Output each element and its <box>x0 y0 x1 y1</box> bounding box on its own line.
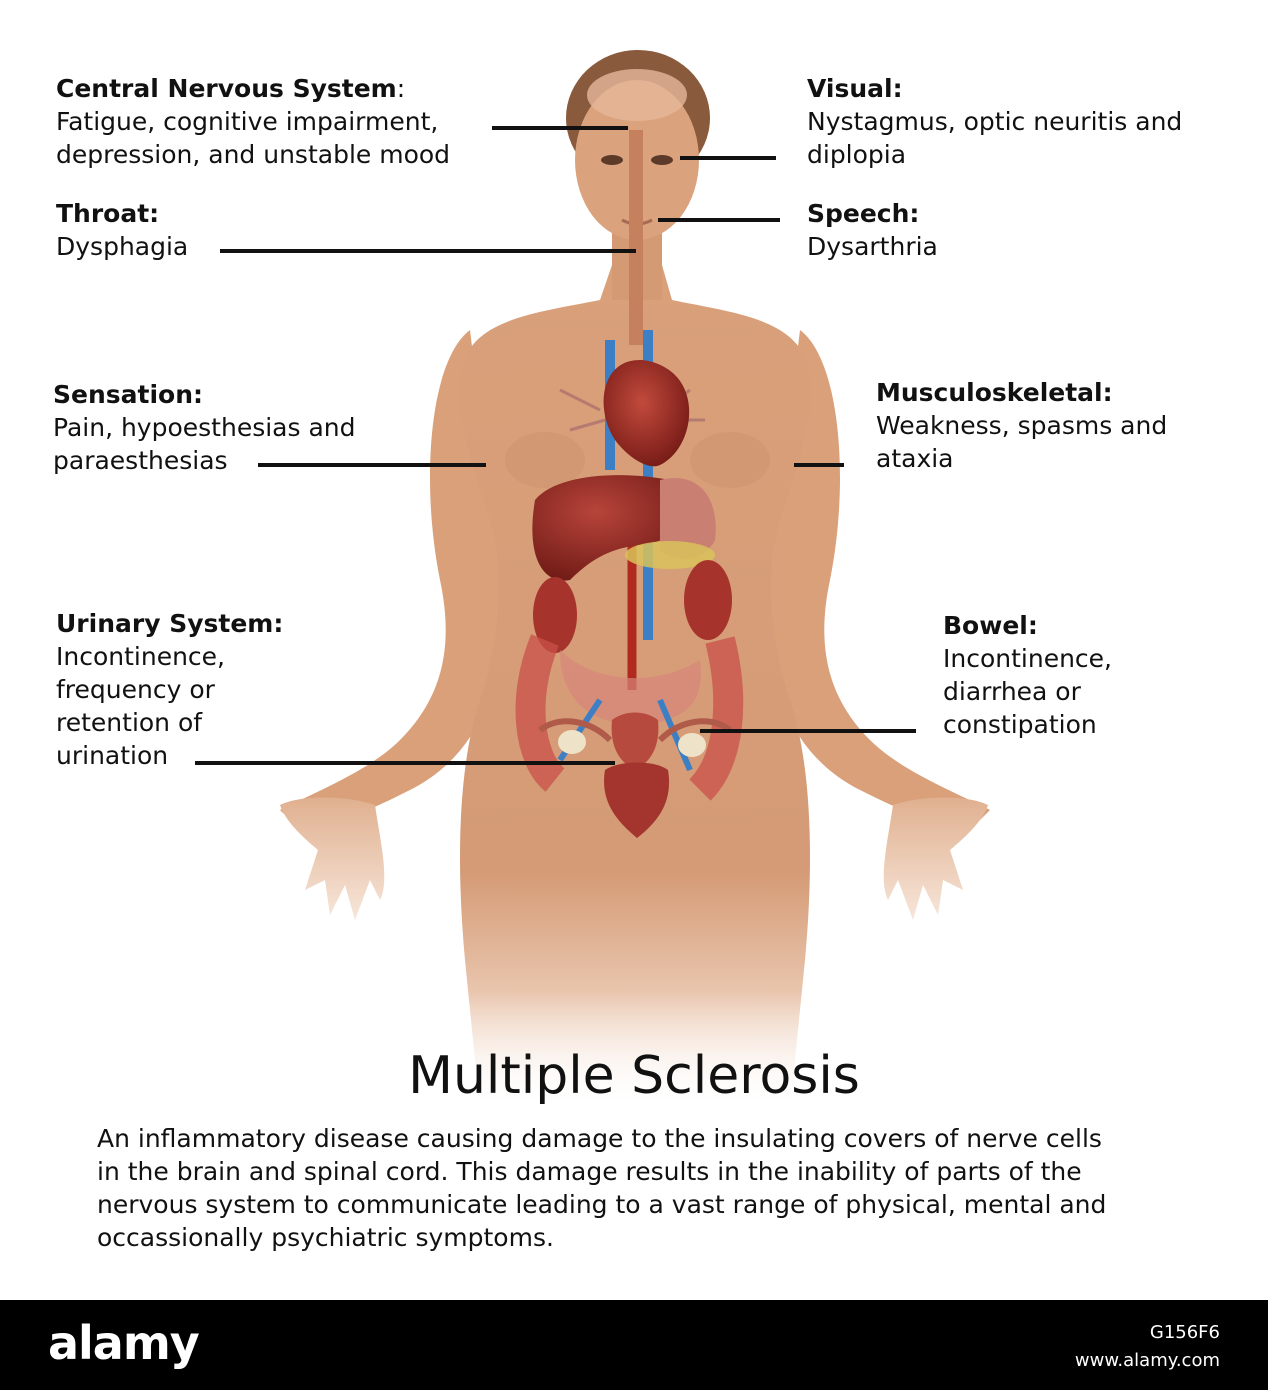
label-text: Incontinence, <box>943 644 1112 673</box>
organs <box>515 330 744 838</box>
label-bowel: Bowel: Incontinence, diarrhea or constip… <box>943 609 1112 741</box>
label-text: frequency or <box>56 675 215 704</box>
label-text: Weakness, spasms and <box>876 411 1168 440</box>
label-heading: Speech: <box>807 199 920 228</box>
label-heading: Urinary System: <box>56 609 284 638</box>
site-url: www.alamy.com <box>1074 1350 1220 1371</box>
description-line: nervous system to communicate leading to… <box>97 1190 1107 1219</box>
line-sensation <box>258 463 486 467</box>
label-text: constipation <box>943 710 1097 739</box>
description-line: in the brain and spinal cord. This damag… <box>97 1157 1082 1186</box>
label-visual: Visual: Nystagmus, optic neuritis and di… <box>807 72 1182 171</box>
alamy-logo: alamy <box>48 1316 200 1370</box>
chest <box>505 432 770 488</box>
label-text: urination <box>56 741 169 770</box>
label-text: Dysphagia <box>56 232 189 261</box>
label-text: retention of <box>56 708 203 737</box>
spinal-cord <box>629 130 643 345</box>
label-sensation: Sensation: Pain, hypoesthesias and parae… <box>53 378 356 477</box>
label-heading: Musculoskeletal: <box>876 378 1113 407</box>
label-text: Incontinence, <box>56 642 225 671</box>
description-line: An inflammatory disease causing damage t… <box>97 1124 1102 1153</box>
line-cns <box>492 126 628 130</box>
hands <box>280 797 988 920</box>
label-text: Nystagmus, optic neuritis and <box>807 107 1183 136</box>
label-heading: Bowel: <box>943 611 1038 640</box>
line-throat <box>220 249 636 253</box>
label-heading: Visual: <box>807 74 903 103</box>
label-speech: Speech: Dysarthria <box>807 197 938 263</box>
diagram-title: Multiple Sclerosis <box>408 1046 860 1106</box>
label-text: Pain, hypoesthesias and <box>53 413 356 442</box>
description-line: occassionally psychiatric symptoms. <box>97 1223 554 1252</box>
label-text: ataxia <box>876 444 954 473</box>
label-text: Fatigue, cognitive impairment, <box>56 107 439 136</box>
label-throat: Throat: Dysphagia <box>56 197 188 263</box>
diagram-description: An inflammatory disease causing damage t… <box>97 1122 1217 1254</box>
label-heading: Throat: <box>56 199 160 228</box>
arms <box>280 330 990 830</box>
line-bowel <box>700 729 916 733</box>
body-illustration <box>195 50 990 1110</box>
label-text: diarrhea or <box>943 677 1081 706</box>
line-visual <box>680 156 776 160</box>
image-id: G156F6 <box>1149 1322 1220 1343</box>
label-urinary-system: Urinary System: Incontinence, frequency … <box>56 607 283 772</box>
label-heading-suffix: : <box>396 74 406 103</box>
label-heading: Central Nervous System <box>56 74 397 103</box>
label-text: paraesthesias <box>53 446 228 475</box>
label-text: Dysarthria <box>807 232 938 261</box>
watermark-footer: alamy G156F6 www.alamy.com <box>0 1300 1268 1390</box>
label-musculoskeletal: Musculoskeletal: Weakness, spasms and at… <box>876 376 1167 475</box>
line-musculoskeletal <box>794 463 844 467</box>
line-speech <box>658 218 780 222</box>
label-text: depression, and unstable mood <box>56 140 451 169</box>
line-urinary <box>195 761 615 765</box>
label-central-nervous-system: Central Nervous System: Fatigue, cogniti… <box>56 72 450 171</box>
leader-lines <box>195 126 916 765</box>
label-text: diplopia <box>807 140 907 169</box>
label-heading: Sensation: <box>53 380 203 409</box>
